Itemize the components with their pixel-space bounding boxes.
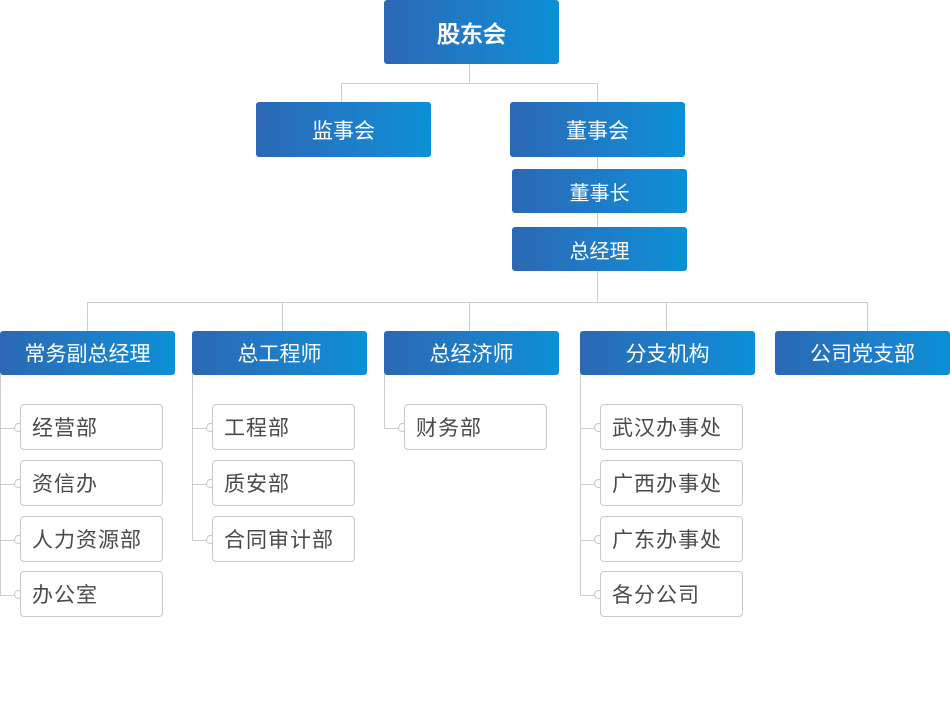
connector-line — [192, 540, 212, 541]
connector-line — [384, 428, 404, 429]
chairman-box: 董事长 — [512, 169, 687, 213]
connector-line — [341, 83, 598, 84]
sub-item-quality-safety-dept: 质安部 — [212, 460, 355, 506]
connector-line — [341, 83, 342, 103]
department-box-branches: 分支机构 — [580, 331, 755, 375]
connector-line — [867, 302, 868, 332]
connector-line — [0, 540, 20, 541]
sub-item-guangxi-office: 广西办事处 — [600, 460, 743, 506]
connector-line — [87, 302, 88, 332]
connector-line — [0, 595, 20, 596]
general-manager-box: 总经理 — [512, 227, 687, 271]
sub-item-guangdong-office: 广东办事处 — [600, 516, 743, 562]
connector-line — [192, 428, 212, 429]
connector-line — [0, 484, 20, 485]
board-of-directors-box: 董事会 — [510, 102, 685, 157]
sub-item-engineering-dept: 工程部 — [212, 404, 355, 450]
sub-item-wuhan-office: 武汉办事处 — [600, 404, 743, 450]
department-box-chief-economist: 总经济师 — [384, 331, 559, 375]
connector-line — [469, 302, 470, 332]
sub-item-credit-office: 资信办 — [20, 460, 163, 506]
department-box-executive-vp: 常务副总经理 — [0, 331, 175, 375]
shareholders-box: 股东会 — [384, 0, 559, 64]
connector-line — [580, 595, 600, 596]
connector-line — [282, 302, 283, 332]
connector-line — [384, 374, 385, 429]
connector-line — [666, 302, 667, 332]
sub-item-contract-audit-dept: 合同审计部 — [212, 516, 355, 562]
connector-line — [192, 374, 193, 541]
connector-line — [580, 428, 600, 429]
connector-line — [192, 484, 212, 485]
sub-item-branch-companies: 各分公司 — [600, 571, 743, 617]
department-box-party-branch: 公司党支部 — [775, 331, 950, 375]
sub-item-hr-dept: 人力资源部 — [20, 516, 163, 562]
connector-line — [0, 374, 1, 596]
sub-item-office: 办公室 — [20, 571, 163, 617]
sub-item-finance-dept: 财务部 — [404, 404, 547, 450]
supervisory-board-box: 监事会 — [256, 102, 431, 157]
connector-line — [580, 540, 600, 541]
department-box-chief-engineer: 总工程师 — [192, 331, 367, 375]
connector-line — [580, 374, 581, 596]
connector-line — [87, 302, 868, 303]
connector-line — [580, 484, 600, 485]
connector-line — [0, 428, 20, 429]
connector-line — [469, 64, 470, 84]
sub-item-business-dept: 经营部 — [20, 404, 163, 450]
